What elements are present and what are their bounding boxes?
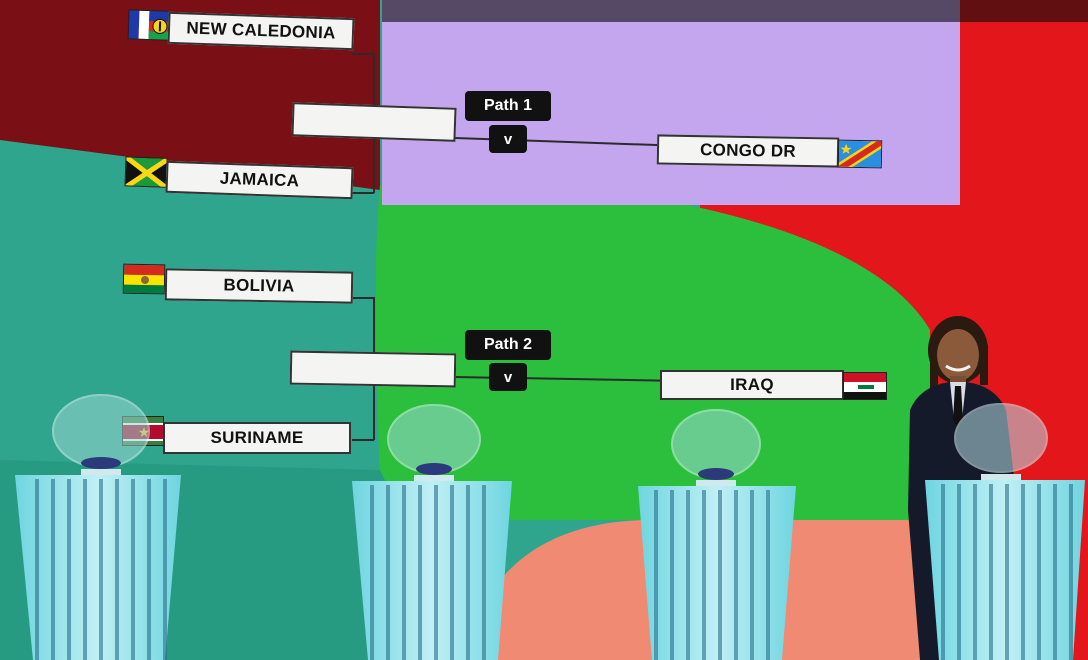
path1-vs: v xyxy=(489,125,527,153)
new-caledonia-flag xyxy=(127,9,171,41)
team-suriname: SURINAME xyxy=(163,422,351,454)
draw-pot-4 xyxy=(925,403,1085,660)
connector-line xyxy=(352,439,374,441)
team-bolivia: BOLIVIA xyxy=(164,268,354,304)
bolivia-flag xyxy=(122,263,166,295)
iraq-flag xyxy=(843,372,887,400)
team-congo-dr: CONGO DR xyxy=(656,134,840,168)
team-jamaica: JAMAICA xyxy=(165,160,354,200)
team-iraq: IRAQ xyxy=(660,370,844,400)
draw-pot-3 xyxy=(638,409,796,660)
jamaica-flag xyxy=(124,156,168,188)
draw-pot-1 xyxy=(15,394,181,660)
connector-line xyxy=(352,53,374,55)
congo-dr-flag xyxy=(837,139,883,169)
path2-label: Path 2 xyxy=(465,330,551,360)
connector-line xyxy=(352,192,374,194)
path1-winner-slot xyxy=(291,102,457,142)
team-new-caledonia: NEW CALEDONIA xyxy=(167,11,355,51)
connector-line xyxy=(352,297,374,299)
path2-vs: v xyxy=(489,363,527,391)
draw-pot-2 xyxy=(352,404,512,660)
path2-winner-slot xyxy=(289,350,457,388)
path1-label: Path 1 xyxy=(465,91,551,121)
